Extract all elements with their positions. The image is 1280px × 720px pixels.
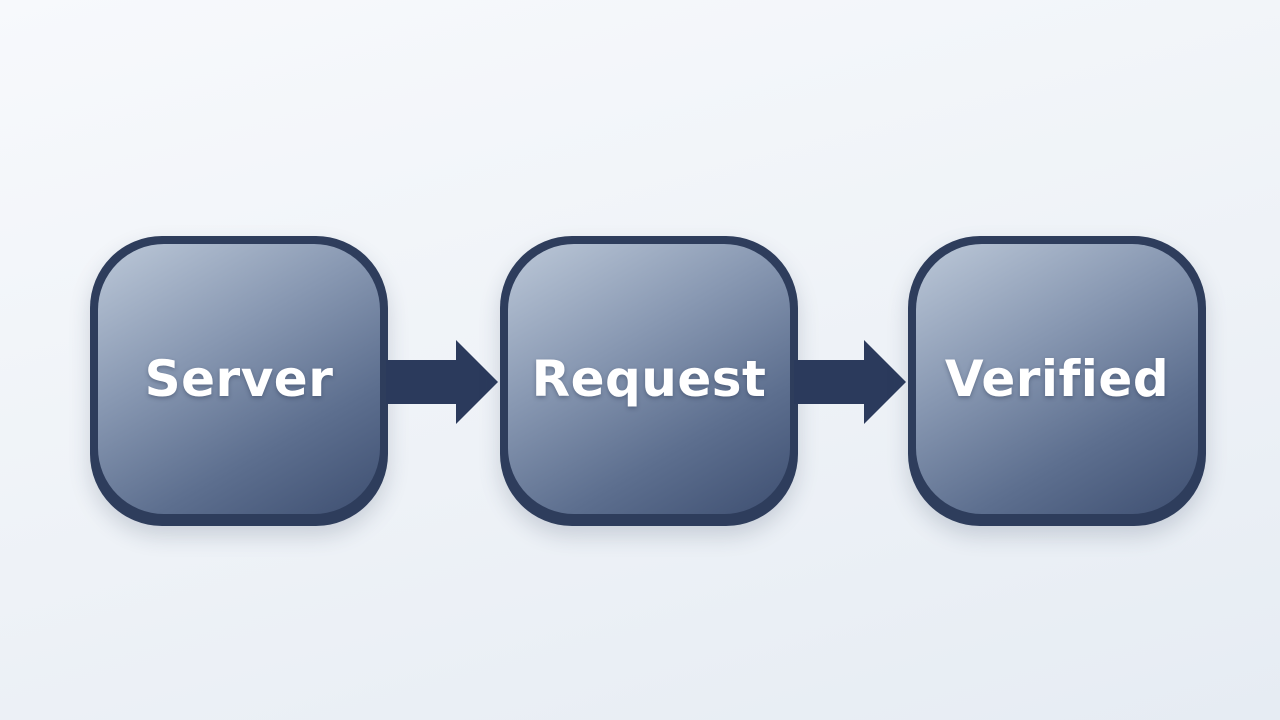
node-face: Verified (916, 244, 1198, 514)
node-label-request: Request (531, 350, 767, 408)
node-server: Server (90, 236, 388, 526)
node-verified: Verified (908, 236, 1206, 526)
arrow-server-to-request (386, 340, 498, 424)
node-label-server: Server (144, 350, 334, 408)
node-label-verified: Verified (944, 350, 1170, 408)
node-face: Request (508, 244, 790, 514)
node-request: Request (500, 236, 798, 526)
arrow-request-to-verified (794, 340, 906, 424)
node-face: Server (98, 244, 380, 514)
